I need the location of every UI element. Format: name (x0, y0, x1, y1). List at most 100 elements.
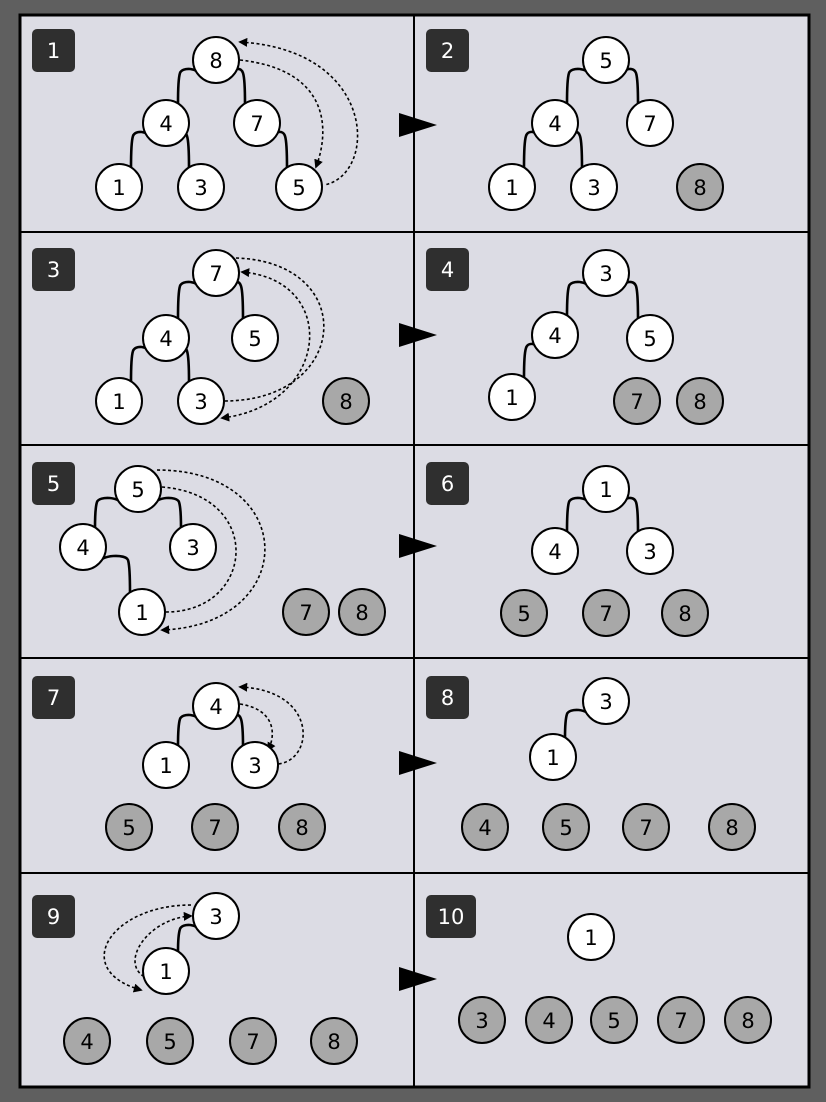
svg-text:7: 7 (639, 816, 652, 840)
heap-node: 3 (192, 892, 240, 940)
sorted-node: 4 (525, 996, 573, 1044)
svg-text:7: 7 (599, 602, 612, 626)
swap-arrow (134, 911, 193, 977)
sorted-node: 8 (338, 588, 386, 636)
tree-edge (95, 554, 132, 594)
swap-arrow (239, 59, 324, 169)
svg-text:8: 8 (441, 686, 454, 710)
sorted-node: 8 (322, 377, 370, 425)
heap-node: 4 (192, 682, 240, 730)
sorted-node: 8 (676, 163, 724, 211)
svg-text:1: 1 (599, 478, 612, 502)
heap-node: 3 (570, 163, 618, 211)
step-badge: 6 (426, 462, 469, 505)
svg-text:3: 3 (643, 540, 656, 564)
heap-node: 1 (95, 163, 143, 211)
step-badge: 3 (32, 248, 75, 291)
svg-text:3: 3 (599, 690, 612, 714)
svg-text:5: 5 (559, 816, 572, 840)
heap-node: 1 (567, 913, 615, 961)
svg-text:5: 5 (599, 49, 612, 73)
svg-text:4: 4 (76, 536, 89, 560)
step-badge: 4 (426, 248, 469, 291)
sorted-node: 5 (146, 1017, 194, 1065)
svg-text:4: 4 (209, 695, 222, 719)
svg-text:1: 1 (546, 746, 559, 770)
heap-node: 1 (529, 733, 577, 781)
svg-text:6: 6 (441, 472, 454, 496)
step-badge: 1 (32, 29, 75, 72)
sorted-node: 7 (582, 589, 630, 637)
svg-text:3: 3 (475, 1009, 488, 1033)
svg-text:8: 8 (725, 816, 738, 840)
sorted-node: 7 (613, 377, 661, 425)
svg-text:3: 3 (209, 905, 222, 929)
svg-text:3: 3 (587, 176, 600, 200)
heap-node: 1 (488, 163, 536, 211)
heap-node: 3 (177, 163, 225, 211)
heap-node: 4 (59, 523, 107, 571)
svg-text:8: 8 (327, 1030, 340, 1054)
step-arrow (399, 323, 437, 347)
svg-text:1: 1 (159, 754, 172, 778)
heap-node: 1 (142, 741, 190, 789)
heap-node: 7 (233, 99, 281, 147)
sorted-node: 8 (676, 377, 724, 425)
heap-node: 5 (626, 314, 674, 362)
sorted-node: 8 (278, 803, 326, 851)
svg-text:7: 7 (246, 1030, 259, 1054)
sorted-node: 3 (458, 996, 506, 1044)
swap-arrow (238, 37, 359, 186)
svg-text:3: 3 (248, 754, 261, 778)
step-badge: 10 (426, 895, 476, 938)
swap-arrow (220, 268, 311, 422)
sorted-node: 5 (500, 589, 548, 637)
step-badge: 5 (32, 462, 75, 505)
svg-text:1: 1 (135, 601, 148, 625)
svg-text:7: 7 (674, 1009, 687, 1033)
heap-node: 1 (142, 947, 190, 995)
swap-arrow (161, 486, 237, 613)
heap-node: 7 (626, 99, 674, 147)
svg-text:5: 5 (643, 327, 656, 351)
svg-text:5: 5 (131, 478, 144, 502)
svg-text:1: 1 (584, 926, 597, 950)
svg-text:1: 1 (112, 390, 125, 414)
sorted-node: 5 (590, 996, 638, 1044)
sorted-node: 7 (282, 588, 330, 636)
heap-node: 3 (582, 677, 630, 725)
svg-text:5: 5 (517, 602, 530, 626)
step-badge: 2 (426, 29, 469, 72)
step-arrow (399, 751, 437, 775)
swap-arrow (156, 469, 266, 635)
sorted-node: 7 (622, 803, 670, 851)
heap-node: 4 (142, 99, 190, 147)
heap-node: 4 (142, 314, 190, 362)
heap-node: 5 (114, 465, 162, 513)
svg-text:3: 3 (194, 390, 207, 414)
heap-node: 3 (231, 741, 279, 789)
svg-text:1: 1 (47, 39, 60, 63)
svg-text:1: 1 (112, 176, 125, 200)
heap-node: 3 (582, 249, 630, 297)
svg-text:7: 7 (47, 686, 60, 710)
step-panel: 3 1 4 5 7 8 8 (426, 676, 756, 851)
step-panel: 5 4 7 1 3 8 2 (426, 29, 724, 211)
svg-text:10: 10 (438, 905, 465, 929)
svg-text:7: 7 (643, 112, 656, 136)
svg-text:4: 4 (478, 816, 491, 840)
heap-node: 5 (275, 163, 323, 211)
sorted-node: 8 (310, 1017, 358, 1065)
step-badge: 7 (32, 676, 75, 719)
sorted-node: 8 (724, 996, 772, 1044)
svg-text:8: 8 (678, 602, 691, 626)
sorted-node: 4 (63, 1017, 111, 1065)
heap-node: 3 (177, 377, 225, 425)
heap-node: 4 (531, 99, 579, 147)
